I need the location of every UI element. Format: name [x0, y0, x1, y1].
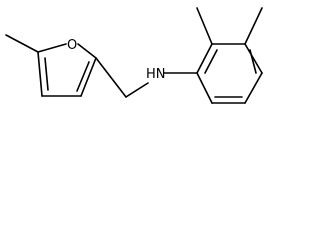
bond-furan-c4-c5 [37, 51, 43, 97]
bond-benzene-c2-methyl [196, 7, 213, 45]
bond-furan-c4-c5-double [44, 57, 49, 91]
bond-methyl-to-furan-c5 [5, 34, 39, 53]
bond-benzene-c3-c4 [244, 43, 263, 74]
bond-benzene-c4-c5 [244, 72, 263, 104]
amine-atom-label: HN [146, 67, 166, 82]
bond-benzene-c3-methyl [244, 7, 263, 45]
bond-ch2-to-nh [125, 82, 149, 98]
structure-canvas: O HN [5, 7, 263, 104]
bond-benzene-c1-c2 [196, 43, 213, 74]
bond-furan-c2-to-ch2 [95, 57, 127, 98]
bond-benzene-double-2 [249, 49, 257, 74]
molecule-structure-diagram: O HN [5, 7, 263, 104]
bond-furan-c5-o1 [37, 43, 67, 53]
bond-furan-c2-c3 [80, 57, 97, 97]
bond-furan-o1-c2 [77, 43, 97, 59]
bond-benzene-double-1 [204, 49, 218, 74]
bond-furan-c2-c3-double [76, 61, 90, 92]
oxygen-atom-label: O [67, 38, 77, 53]
bond-benzene-c6-c1 [196, 72, 213, 104]
